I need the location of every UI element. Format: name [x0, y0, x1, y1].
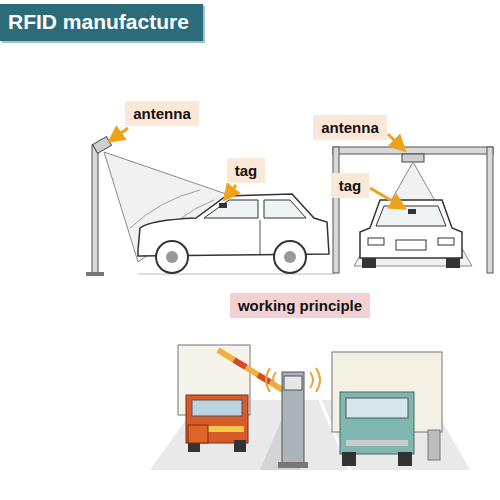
side-view-scene — [86, 137, 335, 276]
front-view-scene — [333, 147, 493, 273]
label-text: antenna — [133, 105, 191, 122]
label-box: tag — [227, 158, 266, 183]
label-text: tag — [339, 177, 362, 194]
label-box: tag — [331, 173, 370, 198]
title-banner: RFID manufacture — [0, 4, 203, 41]
toll-gate-scene — [150, 345, 470, 470]
label-text: tag — [235, 162, 258, 179]
label-box: antenna — [125, 101, 199, 126]
label-text: antenna — [321, 119, 379, 136]
leader-arrows — [110, 128, 404, 208]
label-text: working principle — [238, 297, 362, 314]
label-box: working principle — [230, 293, 370, 318]
label-box: antenna — [313, 115, 387, 140]
